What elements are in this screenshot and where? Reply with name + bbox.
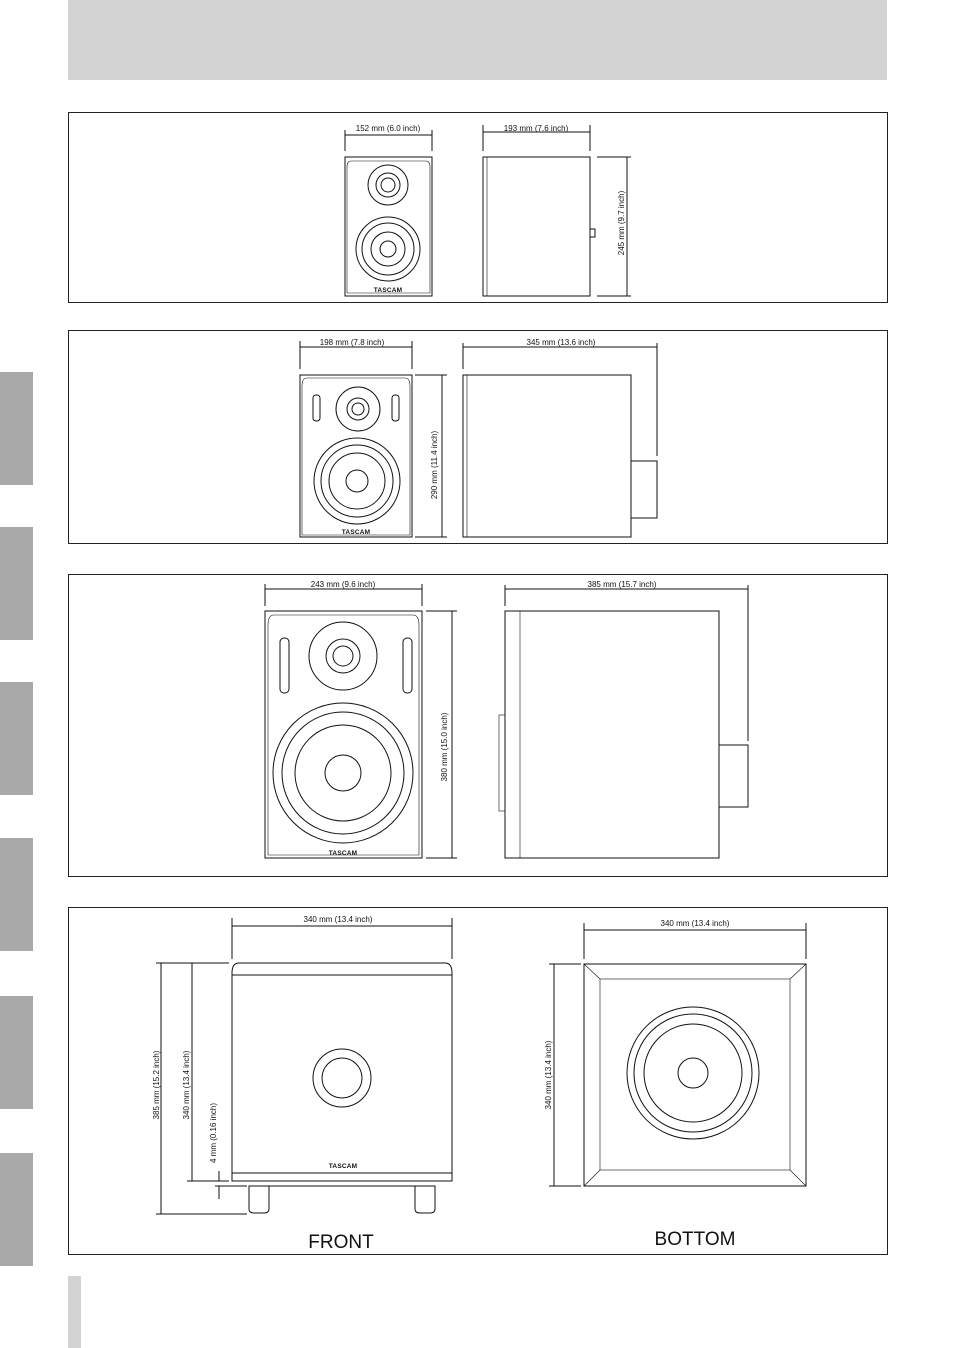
brand-logo: TASCAM xyxy=(329,1163,358,1170)
header-band xyxy=(68,0,887,80)
width-label: 152 mm (6.0 inch) xyxy=(356,124,421,133)
height-label: 380 mm (15.0 inch) xyxy=(440,712,449,781)
brand-logo: TASCAM xyxy=(374,287,403,294)
width-label: 198 mm (7.8 inch) xyxy=(320,338,385,347)
footer-band xyxy=(68,1276,81,1348)
chapter-tab-4 xyxy=(0,838,33,951)
brand-logo: TASCAM xyxy=(329,850,358,857)
chapter-tab-1 xyxy=(0,372,33,485)
bottom-depth-label: 340 mm (13.4 inch) xyxy=(544,1040,553,1109)
total-height-label: 385 mm (15.2 inch) xyxy=(152,1050,161,1119)
brand-logo: TASCAM xyxy=(342,529,371,536)
chapter-tab-3 xyxy=(0,682,33,795)
bottom-width-label: 340 mm (13.4 inch) xyxy=(661,919,730,928)
foot-gap-label: 4 mm (0.16 inch) xyxy=(209,1103,218,1163)
cabinet-height-label: 340 mm (13.4 inch) xyxy=(182,1050,191,1119)
dimension-panel-large: 243 mm (9.6 inch) 385 mm (15.7 inch) 380… xyxy=(68,574,888,877)
chapter-tab-6 xyxy=(0,1153,33,1266)
dimension-drawing-large: 243 mm (9.6 inch) 385 mm (15.7 inch) 380… xyxy=(264,580,749,859)
height-label: 290 mm (11.4 inch) xyxy=(430,431,439,500)
dimension-drawing-subwoofer: 340 mm (13.4 inch) 385 mm (15.2 inch) 34… xyxy=(152,915,807,1253)
front-view-label: FRONT xyxy=(308,1232,374,1253)
dimension-panel-small: 152 mm (6.0 inch) 193 mm (7.6 inch) 245 … xyxy=(68,112,888,303)
front-width-label: 340 mm (13.4 inch) xyxy=(304,915,373,924)
dimension-panel-medium: 198 mm (7.8 inch) 345 mm (13.6 inch) 290… xyxy=(68,330,888,544)
height-label: 245 mm (9.7 inch) xyxy=(617,190,626,255)
chapter-tab-5 xyxy=(0,996,33,1109)
width-label: 243 mm (9.6 inch) xyxy=(311,580,376,589)
depth-label: 385 mm (15.7 inch) xyxy=(588,580,657,589)
bottom-view-label: BOTTOM xyxy=(655,1229,736,1250)
dimension-panel-subwoofer: 340 mm (13.4 inch) 385 mm (15.2 inch) 34… xyxy=(68,907,888,1255)
dimension-drawing-small: 152 mm (6.0 inch) 193 mm (7.6 inch) 245 … xyxy=(344,124,631,297)
depth-label: 193 mm (7.6 inch) xyxy=(504,124,569,133)
depth-label: 345 mm (13.6 inch) xyxy=(527,338,596,347)
dimension-drawing-medium: 198 mm (7.8 inch) 345 mm (13.6 inch) 290… xyxy=(299,338,658,538)
chapter-tab-2 xyxy=(0,527,33,640)
